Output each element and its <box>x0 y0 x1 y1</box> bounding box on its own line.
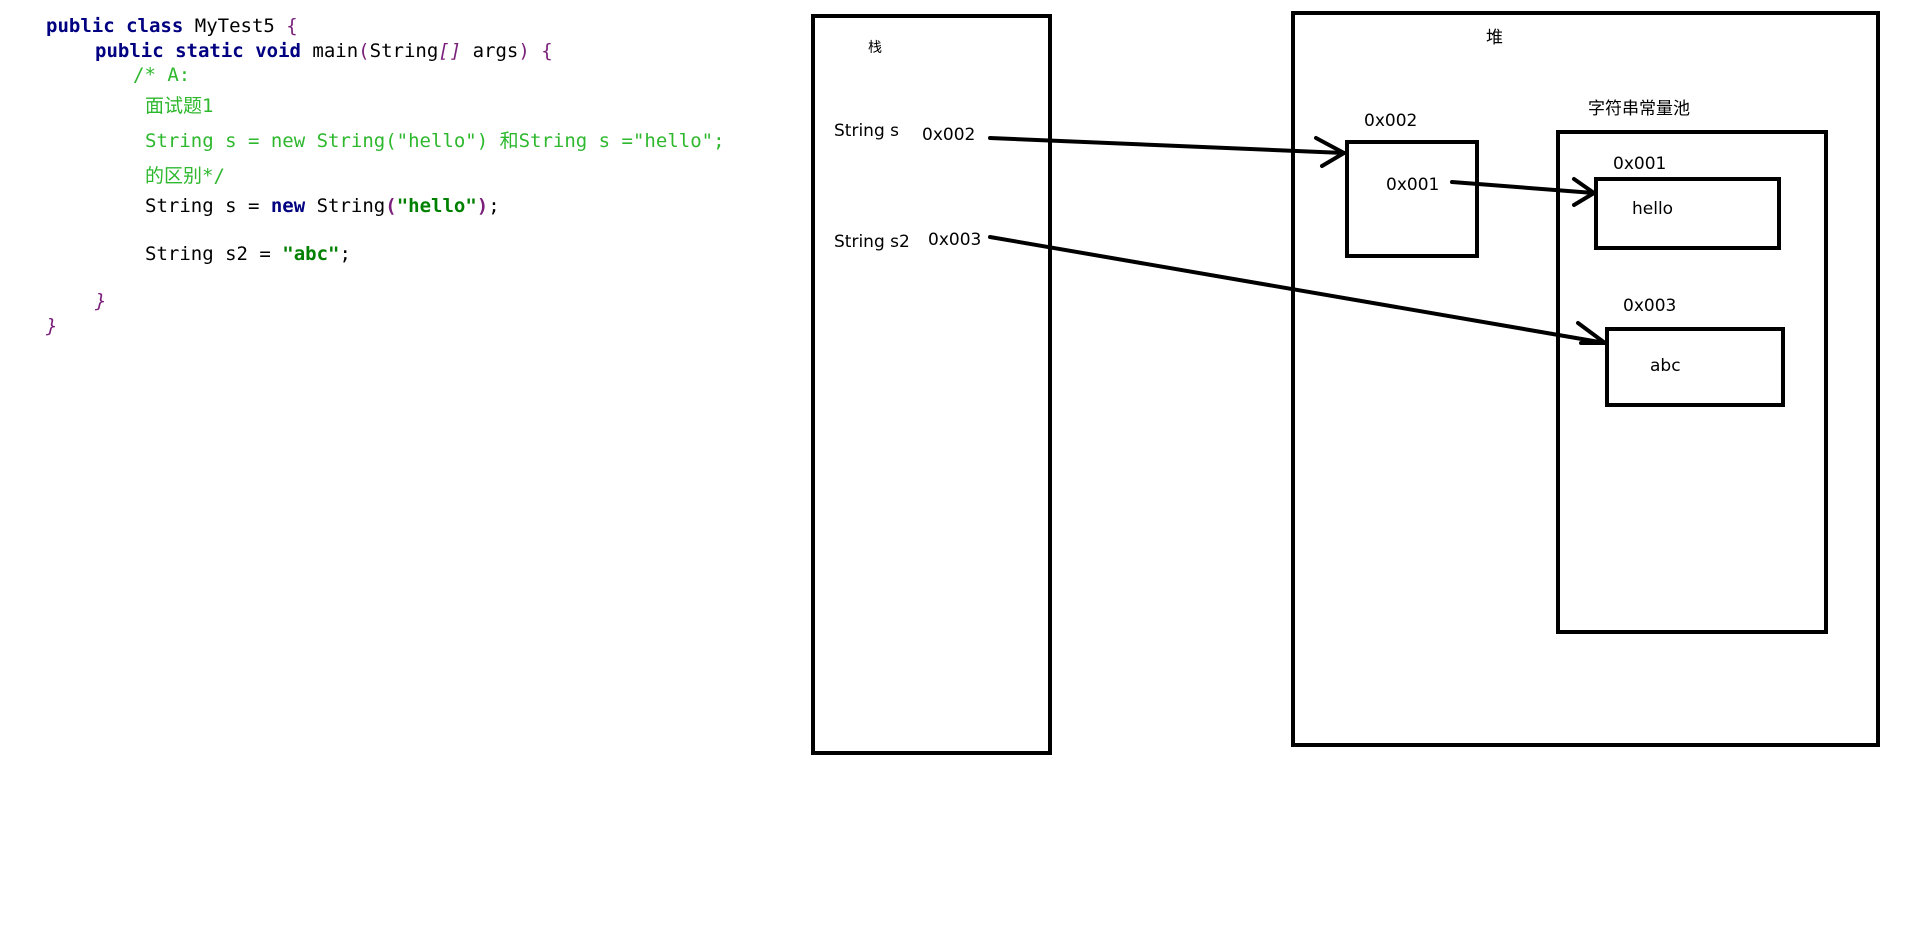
comment-line-3: String s = new String("hello") 和String s… <box>145 130 725 152</box>
arrow-s2-to-abc <box>988 235 1607 345</box>
string-pool-box <box>1556 130 1828 634</box>
open-brace: { <box>541 40 553 62</box>
stack-var-s2-label: String s2 <box>834 232 910 252</box>
code-line-string-literal: String s2 = "abc"; <box>145 243 351 265</box>
comment-line-4: 的区别*/ <box>145 165 225 187</box>
object-content-value: 0x001 <box>1386 175 1440 195</box>
close-paren: ) <box>518 40 530 62</box>
object-address-label: 0x002 <box>1364 111 1418 131</box>
param-name: args <box>472 40 519 62</box>
abc-literal-value: abc <box>1650 356 1681 376</box>
semicolon: ; <box>488 195 500 217</box>
semicolon: ; <box>339 243 351 265</box>
code-line-new-string: String s = new String("hello"); <box>145 195 500 217</box>
close-brace-class: } <box>46 315 58 337</box>
hello-literal-value: hello <box>1632 199 1674 219</box>
keyword-public: public <box>46 15 115 37</box>
comment-line-1: /* A: <box>133 64 191 86</box>
keyword-public: public <box>95 40 164 62</box>
open-brace: { <box>286 15 298 37</box>
open-paren: ( <box>385 195 397 217</box>
array-brackets: [] <box>438 40 462 62</box>
code-line-class-declaration: public class MyTest5 { <box>46 15 298 37</box>
close-paren: ) <box>476 195 489 217</box>
keyword-new: new <box>270 195 306 217</box>
string-pool-title: 字符串常量池 <box>1588 99 1690 119</box>
heap-title: 堆 <box>1486 28 1503 48</box>
stack-var-s2-value: 0x003 <box>928 230 982 250</box>
method-name: main <box>312 40 359 62</box>
hello-address-label: 0x001 <box>1613 154 1667 174</box>
arrow-s-to-object <box>988 136 1346 168</box>
hello-literal-box <box>1594 177 1781 250</box>
string-literal: "abc" <box>282 243 340 265</box>
stack-var-s-label: String s <box>834 121 899 141</box>
stack-title: 栈 <box>868 40 882 56</box>
code-text: String s = <box>145 195 271 217</box>
code-text: String s2 = <box>145 243 283 265</box>
abc-address-label: 0x003 <box>1623 296 1677 316</box>
keyword-void: void <box>255 40 301 62</box>
open-paren: ( <box>358 40 370 62</box>
heap-box <box>1291 11 1880 747</box>
string-object-box <box>1345 140 1479 258</box>
param-type: String <box>369 40 439 62</box>
string-literal: "hello" <box>396 195 477 217</box>
abc-literal-box <box>1605 327 1785 407</box>
code-text: String <box>305 195 386 217</box>
comment-line-2: 面试题1 <box>145 95 214 117</box>
stack-var-s-value: 0x002 <box>922 125 976 145</box>
keyword-class: class <box>126 15 184 37</box>
code-line-main-declaration: public static void main(String[] args) { <box>95 40 553 62</box>
stack-box <box>811 14 1052 755</box>
keyword-static: static <box>175 40 244 62</box>
arrow-object-to-hello <box>1450 177 1596 207</box>
class-name: MyTest5 <box>194 15 275 37</box>
close-brace-method: } <box>95 290 107 312</box>
